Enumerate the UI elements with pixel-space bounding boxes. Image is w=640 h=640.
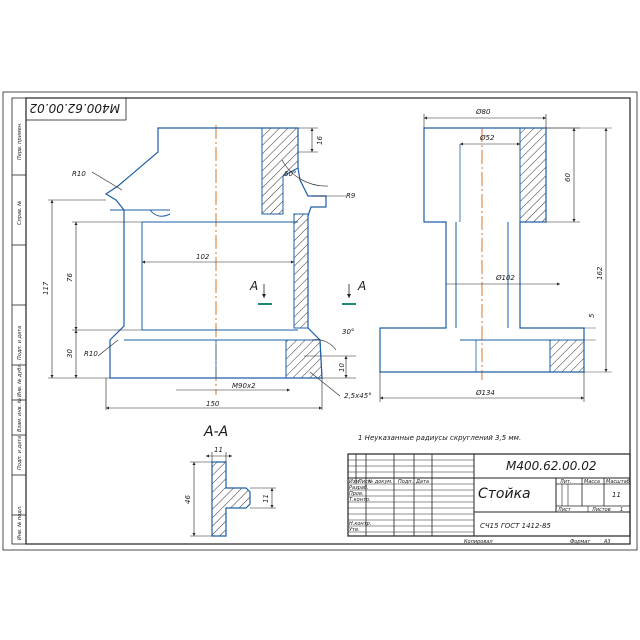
dim-chamfer: 2,5х45°: [344, 392, 372, 400]
tb-name: Стойка: [478, 486, 531, 502]
dim-30: 30: [66, 349, 74, 358]
tb-format-label: Формат: [570, 539, 591, 545]
dim-60deg: 60°: [284, 170, 296, 178]
tb-col-list: Лист: [357, 479, 372, 485]
dim-16: 16: [316, 136, 324, 145]
tb-lit-label: Лит.: [559, 479, 572, 485]
section-profile: [211, 461, 251, 537]
section-mark-a-right: А: [357, 279, 366, 293]
front-view: А А R10 R9 16 60° 117 76 102 30 R10 30° …: [42, 125, 372, 410]
dim-section-11-right: 11: [262, 494, 270, 503]
tb-row-razrab: Разраб.: [349, 485, 369, 491]
tb-material: СЧ15 ГОСТ 1412-85: [480, 522, 551, 530]
tb-sheets-value: 1: [620, 507, 623, 513]
tb-format-value: А3: [603, 539, 611, 545]
side-stamp-3: Подп. и дата: [17, 326, 23, 360]
tb-row-nkontr: Н.контр.: [349, 521, 371, 527]
dim-section-46: 46: [184, 495, 192, 504]
dim-102: 102: [196, 253, 210, 261]
tb-scale-label: Масштаб: [606, 479, 630, 485]
dim-5: 5: [588, 313, 596, 318]
tb-row-prov: Пров.: [349, 491, 364, 497]
side-hatch-top: [519, 127, 547, 223]
dim-thread: М90х2: [232, 382, 256, 390]
tb-col-doc: № докум.: [367, 479, 393, 485]
dim-10: 10: [338, 363, 346, 372]
dim-150: 150: [206, 400, 220, 408]
dim-r10-bottom: R10: [84, 350, 98, 358]
side-stamp-1: Перв. примен.: [17, 122, 23, 160]
side-stamp-2: Справ. №: [17, 201, 23, 225]
front-hatch-wall: [293, 213, 309, 329]
section-mark-a-left: А: [249, 279, 258, 293]
tb-row-utv: Утв.: [349, 527, 360, 533]
side-stamp-7: Инв. № подл.: [17, 506, 23, 541]
dim-30deg: 30°: [342, 328, 354, 336]
dim-76: 76: [66, 273, 74, 282]
dim-r10-top: R10: [72, 170, 86, 178]
dim-d80: Ø80: [475, 108, 491, 116]
code-rotated-text: М400.62.00.02: [29, 101, 120, 115]
dim-d134: Ø134: [475, 389, 495, 397]
tb-mass-label: Масса: [584, 479, 600, 485]
dim-d52: Ø52: [479, 134, 495, 142]
tb-row-tkontr: Т.контр.: [349, 497, 371, 503]
side-view: Ø80 Ø52 60 Ø102 162 5 Ø134: [379, 108, 612, 402]
dim-r9: R9: [346, 192, 356, 200]
dim-162: 162: [596, 266, 604, 280]
title-block: Изм Лист № докум. Подп. Дата Разраб. Про…: [347, 453, 631, 545]
side-hatch-bottom: [549, 339, 585, 373]
front-hatch-bottom: [285, 339, 323, 379]
tb-col-izm: Изм: [349, 479, 359, 485]
tb-copied: Копировал: [464, 539, 493, 545]
section-a-a: А-А 11 46 11: [184, 424, 276, 537]
tb-col-sign: Подп.: [398, 479, 413, 485]
tb-sheet-label: Лист: [557, 507, 572, 513]
code-stamp-rotated: М400.62.00.02: [25, 97, 127, 121]
side-stamp-4: Инв. № дубл.: [17, 363, 23, 397]
dim-d102: Ø102: [495, 274, 515, 282]
side-stamp-5: Взам. инв. №: [17, 398, 23, 432]
tb-scale-value: 11: [612, 491, 621, 499]
tb-col-date: Дата: [415, 479, 429, 485]
tb-sheets-label: Листов: [591, 507, 611, 513]
dim-section-11-top: 11: [214, 446, 223, 454]
dim-60: 60: [564, 173, 572, 182]
side-stamp: Перв. примен. Справ. № Подп. и дата Инв.…: [11, 97, 27, 545]
tb-code: М400.62.00.02: [506, 459, 597, 473]
side-stamp-6: Подп. и дата: [17, 436, 23, 470]
general-note: 1 Неуказанные радиусы скруглений 3,5 мм.: [358, 434, 521, 442]
section-title: А-А: [203, 424, 228, 440]
dim-117: 117: [42, 281, 50, 295]
outer-frame: [2, 91, 638, 551]
